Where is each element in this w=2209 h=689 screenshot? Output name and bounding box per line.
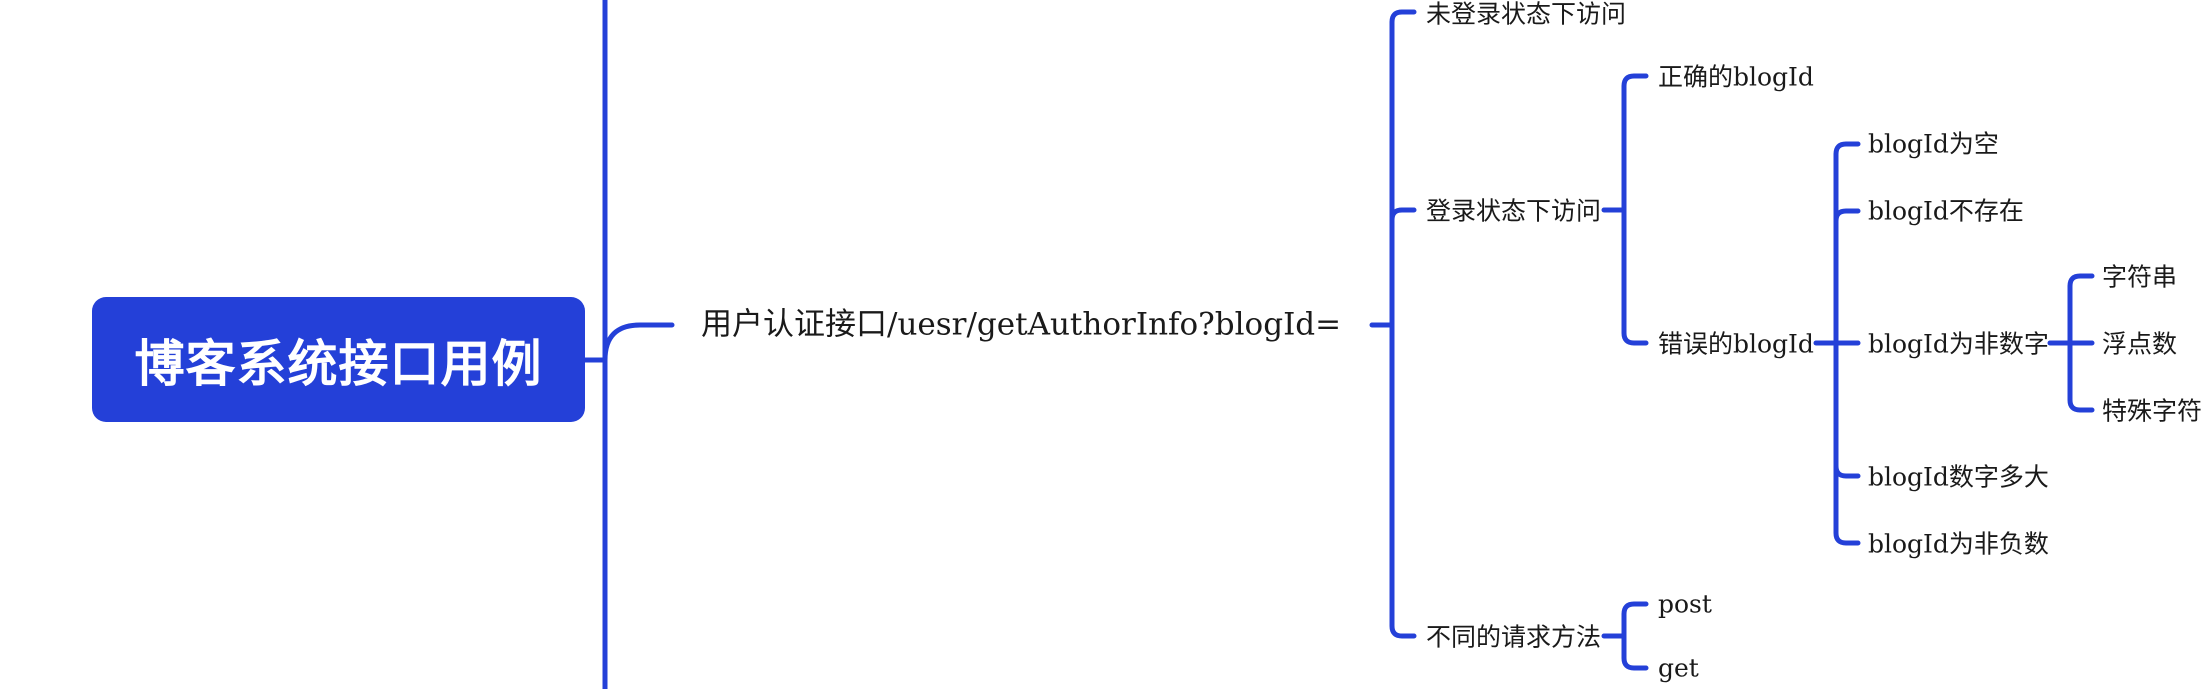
topic-special-chars[interactable]: 特殊字符 — [2102, 396, 2203, 426]
non-numeric-bracket — [2067, 273, 2095, 413]
topic-post[interactable]: post — [1658, 589, 1712, 619]
topic-logged-in[interactable]: 登录状态下访问 — [1426, 196, 1602, 226]
topic-blogid-empty[interactable]: blogId为空 — [1868, 129, 1999, 159]
topic-get[interactable]: get — [1658, 653, 1699, 683]
root-topic[interactable]: 博客系统接口用例 — [92, 297, 585, 422]
topic-blogid-non-numeric[interactable]: blogId为非数字 — [1868, 329, 2049, 359]
topic-request-methods[interactable]: 不同的请求方法 — [1426, 622, 1602, 652]
scenario-tick-logged-in — [1389, 207, 1417, 223]
wrong-id-tick-not-exist — [1833, 208, 1861, 224]
scenario-bracket — [1389, 9, 1417, 639]
topic-blogid-non-negative[interactable]: blogId为非负数 — [1868, 529, 2049, 559]
topic-string[interactable]: 字符串 — [2102, 262, 2178, 292]
logged-in-bracket — [1621, 73, 1649, 346]
topic-blogid-not-exist[interactable]: blogId不存在 — [1868, 196, 2024, 226]
topic-wrong-blogid[interactable]: 错误的blogId — [1658, 329, 1814, 359]
topic-float[interactable]: 浮点数 — [2102, 329, 2178, 359]
topic-blogid-too-large[interactable]: blogId数字多大 — [1868, 462, 2049, 492]
interface-connector — [602, 322, 675, 363]
methods-bracket — [1621, 601, 1649, 671]
topic-correct-blogid[interactable]: 正确的blogId — [1658, 62, 1814, 92]
wrong-id-bracket — [1833, 141, 1861, 546]
topic-not-logged-in[interactable]: 未登录状态下访问 — [1426, 0, 1627, 29]
topic-interface[interactable]: 用户认证接口/uesr/getAuthorInfo?blogId= — [701, 306, 1342, 343]
root-title: 博客系统接口用例 — [134, 334, 543, 393]
wrong-id-tick-too-large — [1833, 463, 1861, 479]
